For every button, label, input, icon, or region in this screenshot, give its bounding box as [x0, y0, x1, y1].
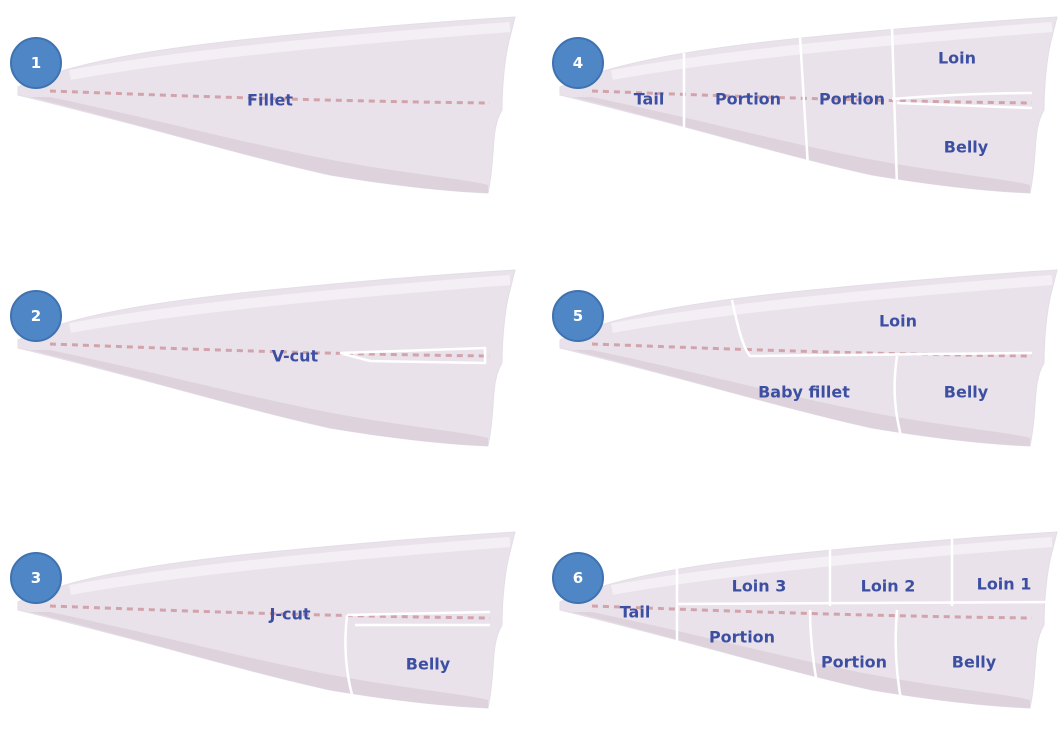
fillet-body: [18, 532, 515, 708]
label-tail: Tail: [620, 603, 651, 622]
label-loin-2: Loin 2: [861, 577, 916, 596]
fillet-shape: [552, 15, 1062, 205]
label-tail: Tail: [634, 90, 665, 109]
label-v-cut: V-cut: [272, 347, 318, 366]
panel-6-loins-portions: 6 Tail Loin 3 Loin 2 Loin 1 Portion Port…: [552, 530, 1062, 740]
label-baby-fillet: Baby fillet: [758, 383, 850, 402]
label-loin-3: Loin 3: [732, 577, 787, 596]
panel-5-loin-belly: 5 Loin Baby fillet Belly: [552, 268, 1062, 478]
step-badge-4: 4: [552, 37, 604, 89]
label-portion: Portion: [819, 90, 885, 109]
step-badge-5: 5: [552, 290, 604, 342]
label-belly: Belly: [406, 655, 450, 674]
label-fillet: Fillet: [247, 91, 293, 110]
label-portion: Portion: [709, 628, 775, 647]
fillet-body: [18, 270, 515, 446]
step-badge-2: 2: [10, 290, 62, 342]
step-badge-3: 3: [10, 552, 62, 604]
label-portion: Portion: [821, 653, 887, 672]
fillet-shape: [552, 530, 1062, 720]
label-j-cut: J-cut: [269, 605, 310, 624]
panel-3-j-cut: 3 J-cut Belly: [10, 530, 530, 740]
panel-1-fillet: 1 Fillet: [10, 15, 530, 225]
step-badge-6: 6: [552, 552, 604, 604]
label-loin: Loin: [938, 49, 976, 68]
label-belly: Belly: [952, 653, 996, 672]
fillet-shape: [10, 530, 530, 720]
panel-2-v-cut: 2 V-cut: [10, 268, 530, 478]
step-badge-1: 1: [10, 37, 62, 89]
label-belly: Belly: [944, 383, 988, 402]
label-loin-1: Loin 1: [977, 575, 1032, 594]
label-portion: Portion: [715, 90, 781, 109]
panel-4-portions: 4 Tail Portion Portion Loin Belly: [552, 15, 1062, 225]
label-belly: Belly: [944, 138, 988, 157]
fillet-body: [560, 270, 1057, 446]
fillet-shape: [10, 15, 530, 205]
fillet-shape: [552, 268, 1062, 458]
label-loin: Loin: [879, 312, 917, 331]
fillet-shape: [10, 268, 530, 458]
fillet-cuts-diagram: 1 Fillet 2 V-cut 3 J-cut Belly 4 Tail Po…: [0, 0, 1062, 700]
